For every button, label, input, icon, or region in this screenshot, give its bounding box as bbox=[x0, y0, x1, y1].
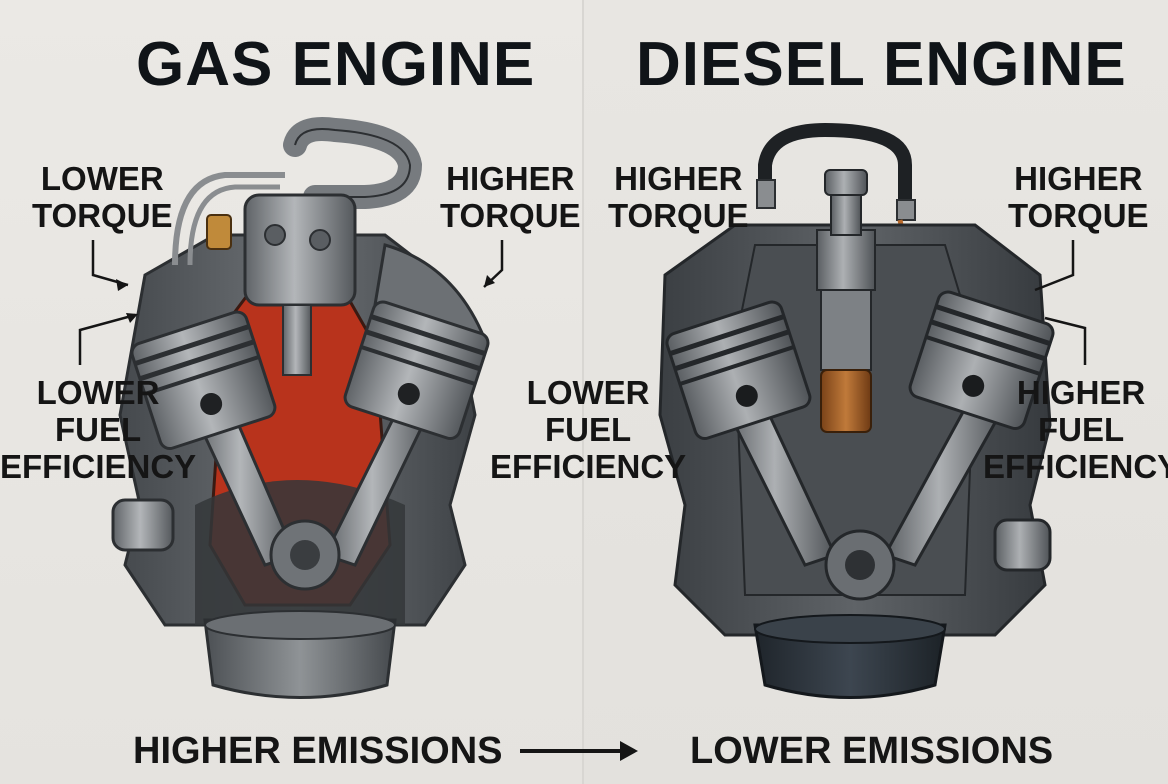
gas-engine-title: GAS ENGINE bbox=[136, 30, 536, 99]
panel-divider bbox=[582, 0, 584, 784]
leader-diesel-higher-torque bbox=[1034, 240, 1075, 292]
leader-diesel-higher-fuel bbox=[1044, 316, 1087, 365]
arrow-right-icon bbox=[520, 741, 638, 761]
diesel-emissions-label: LOWER EMISSIONS bbox=[690, 730, 1054, 772]
gas-emissions-label: HIGHER EMISSIONS bbox=[133, 730, 503, 772]
leader-gas-lower-fuel bbox=[78, 313, 136, 365]
leader-gas-lower-torque bbox=[91, 240, 129, 287]
diesel-engine-illustration bbox=[658, 122, 1055, 699]
gas-engine-illustration bbox=[111, 117, 490, 699]
diesel-engine-title: DIESEL ENGINE bbox=[636, 30, 1127, 99]
